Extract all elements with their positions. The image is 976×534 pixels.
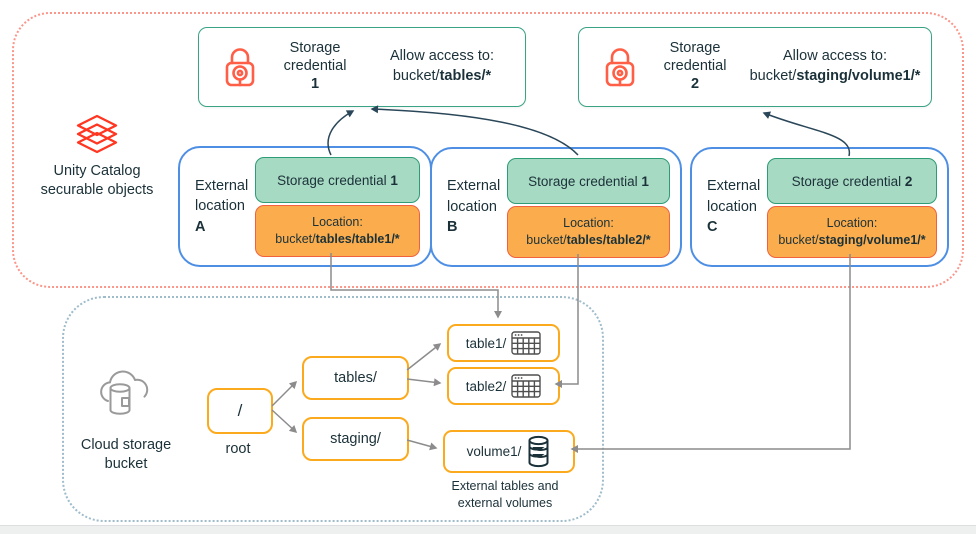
tree-caption: External tables and external volumes: [451, 479, 559, 510]
external-location-c-card: External location C Storage credential 2…: [690, 147, 949, 267]
location-c-credential-chip: Storage credential 2: [767, 158, 937, 204]
root-caption: root: [225, 441, 251, 457]
storage-credential-2-box: Storage credential 2 Allow access to: bu…: [578, 27, 932, 107]
location-letter: B: [447, 219, 458, 236]
location-a-credential-chip: Storage credential 1: [255, 157, 420, 203]
credential-2-name-line1: Storage: [669, 40, 721, 57]
leaf-node-table1: table1/: [447, 324, 560, 362]
storage-credential-1-box: Storage credential 1 Allow access to: bu…: [198, 27, 526, 107]
lock-icon: [217, 44, 263, 90]
unity-catalog-label-line2: securable objects: [40, 182, 154, 199]
volume-icon: [528, 435, 549, 468]
location-letter: A: [195, 218, 206, 235]
table-icon: [511, 374, 541, 398]
unity-catalog-label: Unity Catalog securable objects: [8, 162, 186, 200]
table-icon: [511, 331, 541, 355]
root-node-label: /: [237, 401, 243, 420]
external-location-b-card: External location B Storage credential 1…: [430, 147, 682, 267]
credential-1-access-label: Allow access to:: [390, 48, 494, 65]
footer-strip: [0, 525, 976, 534]
credential-1-access: Allow access to: bucket/tables/*: [367, 47, 525, 86]
folder-node-tables: tables/: [302, 356, 409, 400]
location-a-path-chip: Location: bucket/tables/table1/*: [255, 205, 420, 257]
external-location-c-label: External location C: [707, 178, 761, 236]
credential-1-access-path: bucket/tables/*: [392, 68, 492, 84]
credential-2-access-label: Allow access to:: [783, 48, 887, 65]
leaf-node-table2: table2/: [447, 367, 560, 405]
location-b-path-chip: Location: bucket/tables/table2/*: [507, 206, 670, 258]
unity-catalog-label-line1: Unity Catalog: [53, 163, 141, 179]
credential-1-name-line2: credential: [283, 58, 347, 75]
credential-1-name: Storage credential 1: [263, 40, 367, 93]
credential-2-number: 2: [690, 75, 700, 92]
credential-1-number: 1: [310, 75, 320, 92]
databricks-logo-icon: [76, 114, 118, 154]
cloud-storage-icon: [100, 370, 149, 415]
cloud-storage-bucket-label: Cloud storage bucket: [80, 437, 172, 472]
location-letter: C: [707, 219, 718, 236]
external-location-a-card: External location A Storage credential 1…: [178, 146, 432, 267]
credential-2-name-line2: credential: [663, 58, 727, 75]
leaf-node-volume1: volume1/: [443, 430, 575, 473]
root-node: /: [207, 388, 273, 434]
lock-icon: [597, 44, 643, 90]
external-location-b-label: External location B: [447, 178, 501, 236]
folder-node-staging: staging/: [302, 417, 409, 461]
credential-1-name-line1: Storage: [289, 40, 341, 57]
external-location-a-label: External location A: [195, 177, 249, 235]
credential-2-access: Allow access to: bucket/staging/volume1/…: [747, 47, 931, 86]
location-b-credential-chip: Storage credential 1: [507, 158, 670, 204]
credential-2-access-path: bucket/staging/volume1/*: [749, 68, 921, 84]
location-c-path-chip: Location: bucket/staging/volume1/*: [767, 206, 937, 258]
credential-2-name: Storage credential 2: [643, 40, 747, 93]
